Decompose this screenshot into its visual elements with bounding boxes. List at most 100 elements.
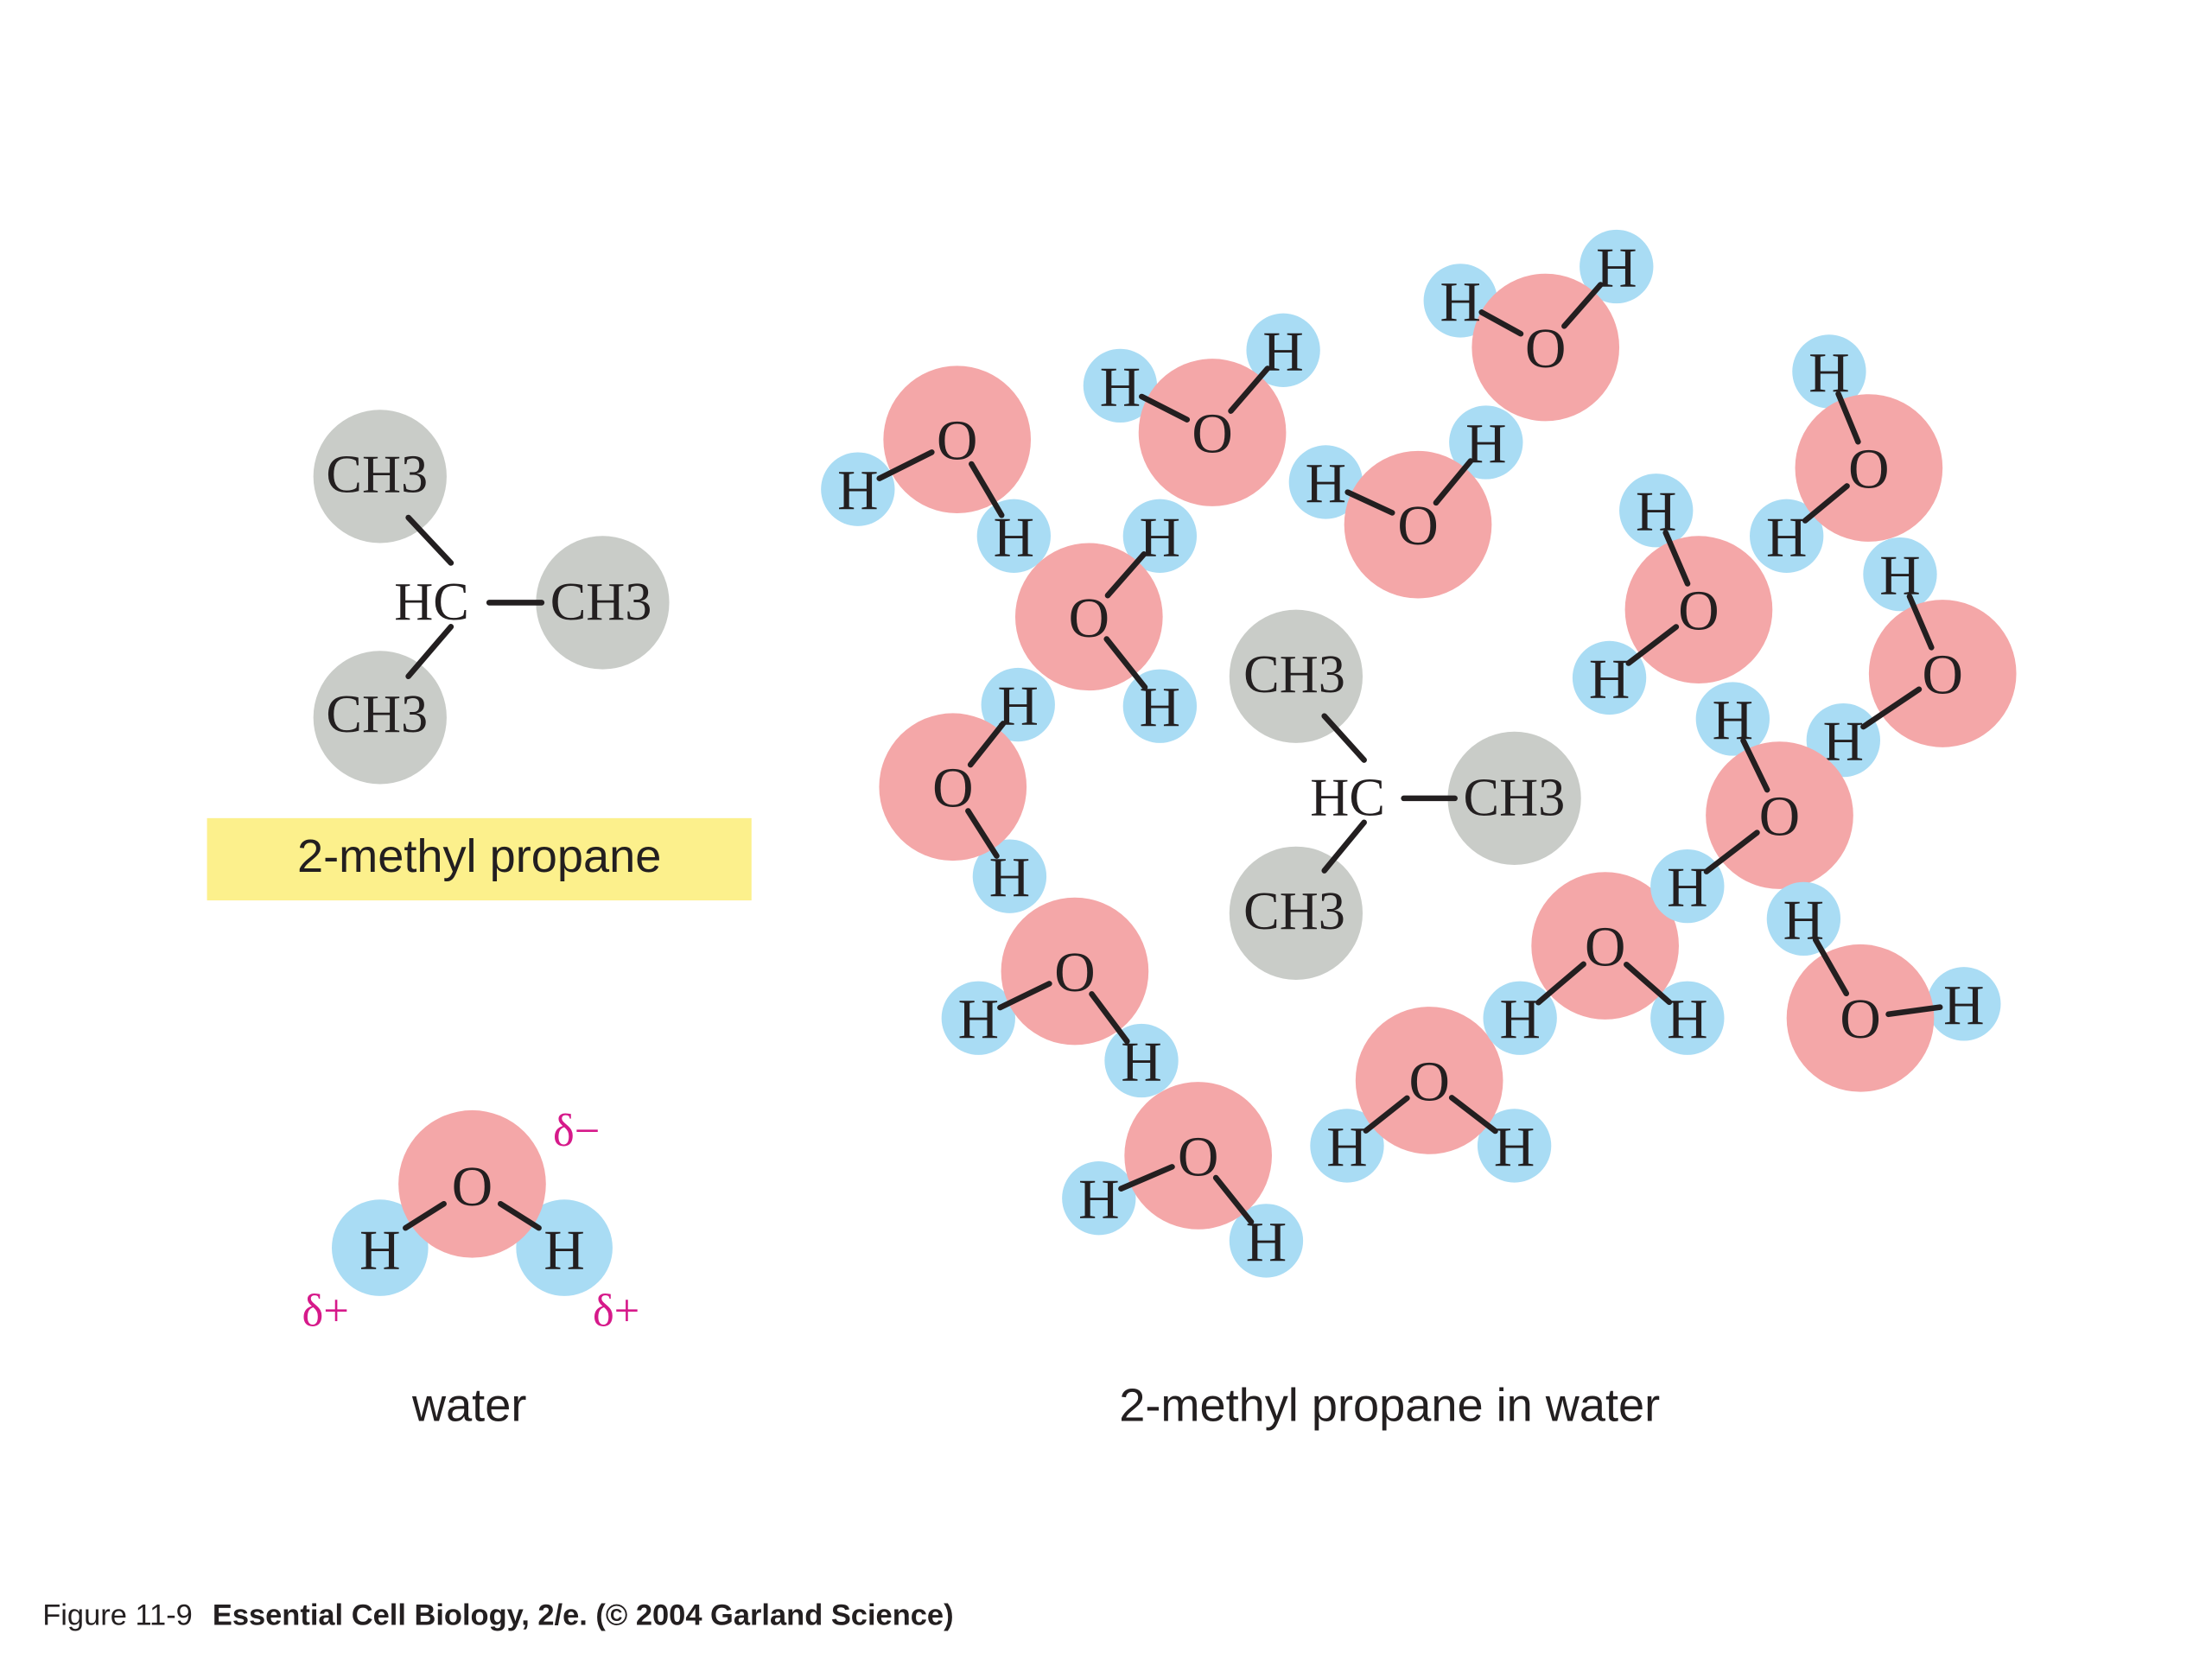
- hydrogen-sphere: [1766, 881, 1841, 957]
- hydrogen-sphere: [1619, 474, 1694, 548]
- oh-bond: [1433, 458, 1474, 506]
- hydrogen-label: H: [1465, 413, 1506, 475]
- water-molecule-12: OH H: [1750, 334, 1943, 573]
- hydrogen-label: H: [1494, 1116, 1535, 1179]
- bond-bottom: [405, 624, 454, 680]
- oxygen-label: O: [1054, 942, 1095, 1004]
- hydrogen-label: H: [1140, 677, 1180, 739]
- oh-bond: [1535, 961, 1586, 1006]
- hydrogen-label-left: H: [359, 1220, 400, 1282]
- oxygen-label: O: [1759, 786, 1800, 849]
- oh-bond: [1212, 1174, 1255, 1225]
- hydrogen-label: H: [1140, 506, 1180, 569]
- partial-positive-right: δ+: [593, 1286, 639, 1336]
- solute-molecule: CH3 HC CH3 CH3: [1229, 609, 1581, 980]
- methyl-sphere-right: [536, 536, 670, 670]
- hydrogen-label: H: [1262, 321, 1303, 383]
- solution-label: 2-methyl propane in water: [1119, 1379, 1660, 1431]
- water-molecule-15: OHH: [1766, 881, 2001, 1092]
- hydrogen-label: H: [1246, 1211, 1287, 1274]
- oh-bond: [1089, 991, 1130, 1045]
- figure-number: Figure 11-9: [42, 1599, 193, 1632]
- oh-bond: [1478, 309, 1524, 337]
- hydrogen-sphere: [1477, 1109, 1552, 1183]
- water-molecule-3: OHH: [1423, 229, 1654, 422]
- hydrogen-label-right: H: [543, 1220, 584, 1282]
- oxygen-sphere: [398, 1109, 546, 1258]
- hydrogen-sphere: [821, 452, 895, 526]
- methyl-label-top: CH3: [326, 444, 428, 504]
- hydrogen-label: H: [1121, 1031, 1161, 1093]
- hydrogen-label: H: [1879, 545, 1920, 607]
- water-molecule-8: OHH: [1062, 1082, 1304, 1278]
- oxygen-label: O: [1525, 318, 1566, 380]
- center-carbon-label: HC: [394, 572, 469, 632]
- hydrogen-label: H: [1808, 342, 1849, 404]
- hydrogen-label: H: [1766, 506, 1807, 569]
- oh-bond: [1885, 1004, 1943, 1018]
- hydrogen-sphere: [972, 839, 1047, 913]
- hydrogen-sphere: [981, 667, 1055, 742]
- oh-bond: [1624, 961, 1673, 1006]
- oxygen-label: O: [1585, 917, 1625, 979]
- solute-methyl-sphere-top: [1229, 609, 1363, 743]
- water-label: water: [411, 1379, 526, 1431]
- water-molecule-4: OHH: [1288, 405, 1523, 599]
- oxygen-label: O: [1848, 439, 1889, 501]
- oxygen-sphere: [1001, 897, 1149, 1046]
- oh-bond: [969, 461, 1005, 518]
- oh-bond: [997, 981, 1052, 1011]
- oh-bond: [965, 808, 1000, 859]
- methyl-label-bottom: CH3: [326, 684, 428, 744]
- solute-bond-top: [1321, 713, 1367, 763]
- hydrogen-sphere-right: [516, 1199, 613, 1296]
- water-molecule-7: OH H: [941, 897, 1179, 1098]
- oxygen-sphere: [1868, 600, 2017, 747]
- hydrogen-label: H: [1713, 690, 1753, 752]
- water-molecule-6: OHH: [879, 667, 1055, 913]
- hydrogen-sphere: [1104, 1023, 1179, 1098]
- oxygen-label: O: [932, 758, 973, 820]
- oxygen-label: O: [937, 410, 977, 473]
- solute-methyl-sphere-bottom: [1229, 846, 1363, 980]
- hydrogen-label: H: [1667, 988, 1707, 1051]
- oh-bond: [1625, 624, 1680, 666]
- water-molecule-13: OHH: [1806, 537, 2017, 778]
- hydrogen-sphere: [941, 981, 1015, 1055]
- bond-top: [405, 514, 454, 566]
- oh-bond: [1835, 391, 1861, 445]
- water-molecule-5: OHH: [1014, 499, 1198, 743]
- oxygen-sphere: [879, 713, 1027, 861]
- water-molecule: O H H δ− δ+ δ+: [302, 1106, 640, 1336]
- oxygen-sphere: [1795, 394, 1943, 542]
- hydrogen-label: H: [1943, 975, 1984, 1037]
- molecule-name-highlight: [207, 817, 752, 901]
- oh-bond-left: [403, 1200, 447, 1231]
- hydrogen-sphere: [1572, 640, 1647, 715]
- oxygen-label: O: [1192, 403, 1232, 465]
- oh-bond: [1906, 593, 1935, 651]
- hydrogen-label: H: [994, 506, 1034, 569]
- hydrogen-sphere: [1083, 348, 1158, 423]
- solute-methyl-label-bottom: CH3: [1243, 881, 1345, 941]
- oh-bond: [1363, 1095, 1410, 1134]
- oh-bond: [1812, 937, 1850, 997]
- oh-bond: [1228, 365, 1271, 414]
- oh-bond: [1448, 1095, 1498, 1135]
- water-molecule-1: OHH: [821, 365, 1051, 573]
- hydrogen-label: H: [958, 988, 999, 1051]
- methyl-propane-molecule: CH3 HC CH3 CH3: [313, 410, 670, 785]
- oh-bond: [1662, 530, 1691, 587]
- oxygen-label: O: [1408, 1051, 1449, 1113]
- hydrogen-label: H: [1440, 271, 1481, 334]
- water-molecule-11: OHH: [1572, 474, 1773, 715]
- water-molecule-14: OH H: [1650, 682, 1853, 924]
- oxygen-sphere: [883, 365, 1032, 514]
- water-molecule-2: OHH: [1083, 313, 1320, 506]
- hydrogen-label: H: [1667, 857, 1707, 919]
- oxygen-sphere: [1624, 536, 1773, 683]
- hydrogen-sphere: [1863, 537, 1937, 612]
